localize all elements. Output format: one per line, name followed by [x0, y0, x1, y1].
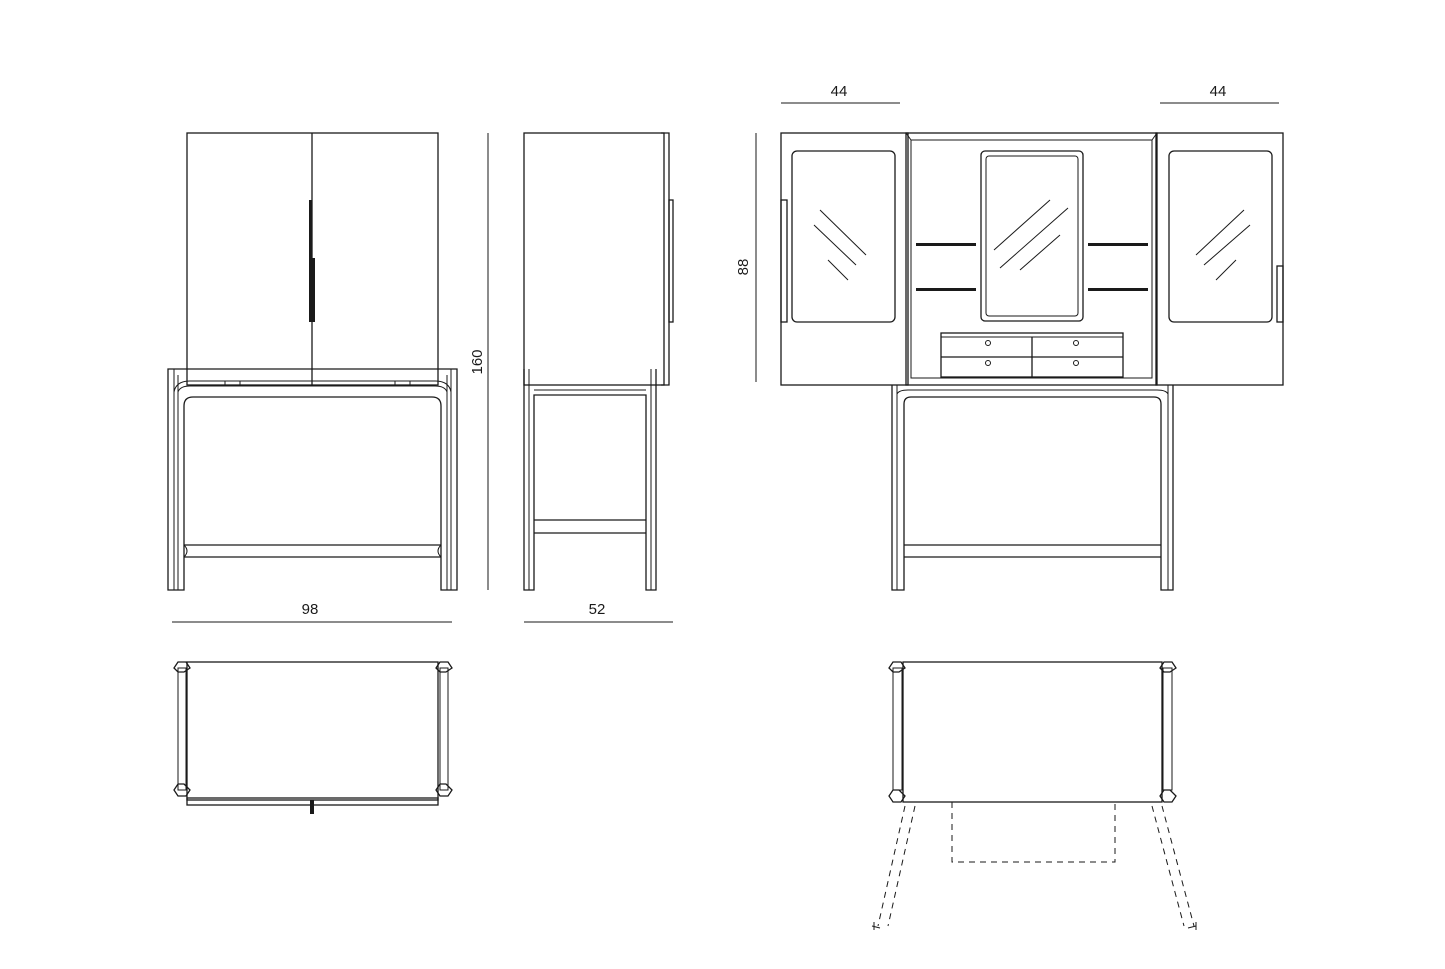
- shelf-right-upper: [1088, 243, 1148, 246]
- front-width-label: 98: [302, 601, 319, 618]
- left-door-open: [780, 132, 909, 386]
- front-stand: [167, 368, 458, 591]
- open-stand: [891, 385, 1174, 591]
- top-view-closed: [173, 661, 453, 814]
- shelf-left-upper: [916, 243, 976, 246]
- front-width-dimension: 98: [172, 601, 452, 623]
- side-depth-dimension: 52: [524, 601, 673, 623]
- door-handle-left: [309, 200, 312, 322]
- door-handle-right: [312, 258, 315, 322]
- height-dimension-label: 160: [469, 349, 486, 374]
- front-view-closed: [167, 132, 458, 591]
- right-door-width-label: 44: [1210, 83, 1227, 100]
- height-dimension: 160: [469, 133, 489, 590]
- side-handle: [668, 199, 674, 323]
- side-depth-label: 52: [589, 601, 606, 618]
- shelf-right-lower: [1088, 288, 1148, 291]
- left-door-handle: [780, 199, 788, 323]
- shelf-left-lower: [916, 288, 976, 291]
- mirror-panel: [980, 150, 1084, 322]
- drawer-extended-outline: [951, 801, 1116, 863]
- cabinet-carcass: [905, 132, 1158, 386]
- drawer-unit: [940, 332, 1124, 378]
- left-door-width-dimension: 44: [781, 83, 900, 104]
- open-height-dimension: 88: [735, 133, 757, 382]
- front-view-open: [780, 132, 1284, 591]
- right-door-open: [1155, 132, 1284, 386]
- right-door-width-dimension: 44: [1160, 83, 1279, 104]
- top-view-open: [871, 661, 1197, 930]
- left-door-width-label: 44: [831, 83, 848, 100]
- open-height-label: 88: [735, 259, 752, 276]
- top-handle: [310, 800, 314, 814]
- right-door-handle: [1276, 265, 1284, 323]
- side-view: [523, 132, 674, 591]
